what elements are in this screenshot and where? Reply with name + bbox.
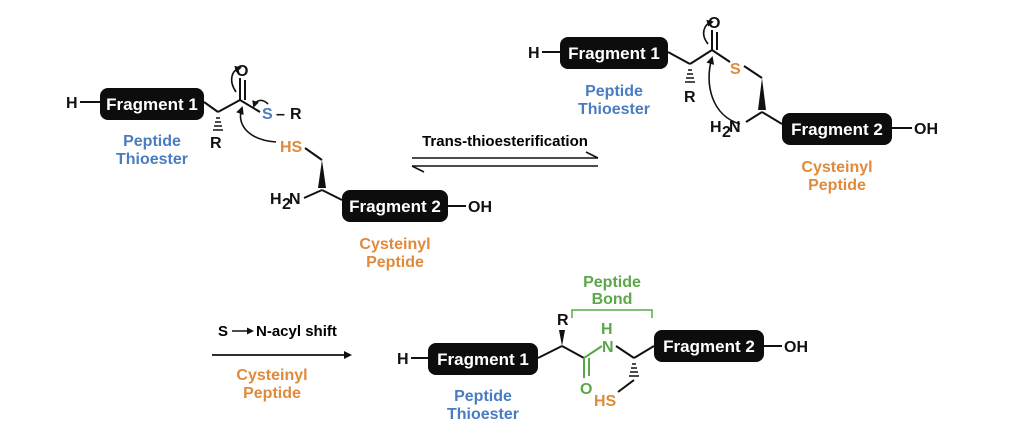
bond-calpha-n xyxy=(303,189,323,199)
prod-bond-calpha-frag2 xyxy=(633,345,655,359)
fragment-2-box xyxy=(342,190,448,222)
trans-thioesterification-label: Trans-thioesterification xyxy=(422,133,588,150)
int-c-terminus-oh: OH xyxy=(914,121,938,138)
reactant-cysteinyl: HS H 2 N Fragment 2 OH Cysteinyl Peptide xyxy=(236,106,492,271)
int-amine-n-atom: N xyxy=(729,119,741,136)
equilibrium-arrows: Trans-thioesterification xyxy=(411,133,599,173)
int-thioester-s-atom: S xyxy=(730,61,741,78)
prod-r-group-atom: R xyxy=(557,312,569,329)
acyl-shift-rest-label: N-acyl shift xyxy=(256,323,337,340)
int-peptide-thioester-line2: Thioester xyxy=(578,101,650,118)
prod-c-terminus-oh: OH xyxy=(784,339,808,356)
bond-frag1-calpha xyxy=(203,101,219,113)
prod-bond-frag1-calpha xyxy=(537,345,563,359)
h-terminus-atom: H xyxy=(66,95,78,112)
peptide-bond-bracket xyxy=(571,309,653,318)
amine-h-atom: H xyxy=(270,191,282,208)
int-curved-arrow-acyl-shift xyxy=(706,56,741,125)
int-fragment-2-box xyxy=(782,113,892,145)
acyl-shift-reagent-line2: Peptide xyxy=(243,385,301,402)
prod-fragment-2-label: Fragment 2 xyxy=(663,337,755,356)
prod-h-terminus-atom: H xyxy=(397,351,409,368)
prod-thiol-hs-atom: HS xyxy=(594,393,617,410)
peptide-bond-label-line1: Peptide xyxy=(583,274,641,291)
prod-fragment-1-label: Fragment 1 xyxy=(437,350,529,369)
int-peptide-thioester-line1: Peptide xyxy=(585,83,643,100)
c-terminus-oh: OH xyxy=(468,199,492,216)
prod-peptide-thioester-line1: Peptide xyxy=(454,388,512,405)
prod-fragment-2-box xyxy=(654,330,764,362)
int-amine-h-atom: H xyxy=(710,119,722,136)
int-wedge-bond xyxy=(758,78,766,110)
int-bond-calpha-frag2 xyxy=(761,111,783,125)
thioester-dash: – xyxy=(276,106,285,123)
acyl-shift-arrow: S N-acyl shift Cysteinyl Peptide xyxy=(212,323,352,402)
r-group-atom: R xyxy=(210,135,222,152)
ligation-product: H Fragment 1 R O H N HS Fragment 2 OH Pe… xyxy=(397,274,808,423)
fragment-1-label: Fragment 1 xyxy=(106,95,198,114)
acyl-shift-s-label: S xyxy=(218,323,228,340)
peptide-thioester-label-line2: Thioester xyxy=(116,151,188,168)
int-fragment-2-label: Fragment 2 xyxy=(791,120,883,139)
prod-amide-n-atom: N xyxy=(602,339,614,356)
int-fragment-1-label: Fragment 1 xyxy=(568,44,660,63)
peptide-thioester-label-line1: Peptide xyxy=(123,133,181,150)
int-amine-subscript: 2 xyxy=(722,124,731,141)
int-carbonyl-o-atom: O xyxy=(708,15,720,32)
bond-calpha-frag2 xyxy=(321,189,343,201)
forward-arrow-head xyxy=(585,151,599,159)
curved-arrow-carbonyl xyxy=(230,65,242,93)
curved-arrow-nucleophilic-attack xyxy=(236,106,277,143)
reverse-arrow-head xyxy=(411,165,425,173)
carbonyl-o-atom: O xyxy=(236,63,248,80)
int-bond-s-ch2 xyxy=(743,65,763,79)
prod-bond-ch2-sh xyxy=(617,379,635,393)
bond-carbonyl-s xyxy=(239,99,261,113)
fragment-1-box xyxy=(100,88,204,120)
hashed-bond-r xyxy=(213,117,223,131)
prod-peptide-thioester-line2: Thioester xyxy=(447,406,519,423)
cysteinyl-label-line1: Cysteinyl xyxy=(359,236,430,253)
prod-carbonyl-o-atom: O xyxy=(580,381,592,398)
int-hashed-bond-r xyxy=(685,69,695,83)
int-bond-carbonyl-s xyxy=(711,49,731,63)
thiol-hs-atom: HS xyxy=(280,139,303,156)
int-bond-calpha-n xyxy=(745,111,763,123)
amine-n-atom: N xyxy=(289,191,301,208)
curved-arrow-leaving-group xyxy=(252,99,269,108)
thioester-s-atom: S xyxy=(262,106,273,123)
prod-hashed-bond-ch2 xyxy=(629,363,639,377)
int-r-group-atom: R xyxy=(684,89,696,106)
prod-bond-n-calpha xyxy=(615,345,635,359)
bond-hs-ch2 xyxy=(304,147,323,161)
int-curved-arrow-carbonyl xyxy=(702,19,714,45)
prod-bond-calpha-carbonyl xyxy=(561,345,585,359)
prod-fragment-1-box xyxy=(428,343,538,375)
int-cysteinyl-line2: Peptide xyxy=(808,177,866,194)
reactant-thioester: H Fragment 1 O S – R R Peptide Thioester xyxy=(66,63,302,168)
thioester-r-atom: R xyxy=(290,106,302,123)
int-bond-frag1-calpha xyxy=(667,51,691,65)
prod-wedge-bond-r xyxy=(559,330,565,346)
acyl-shift-reagent-line1: Cysteinyl xyxy=(236,367,307,384)
wedge-bond-calpha xyxy=(318,160,326,188)
cysteinyl-label-line2: Peptide xyxy=(366,254,424,271)
thioester-intermediate: H Fragment 1 O S H 2 N R Fragment 2 OH P… xyxy=(528,15,938,194)
bond-calpha-carbonyl xyxy=(217,99,241,113)
int-fragment-1-box xyxy=(560,37,668,69)
int-bond-calpha-carbonyl xyxy=(689,49,713,65)
peptide-bond-label-line2: Bond xyxy=(592,291,633,308)
prod-amide-h-atom: H xyxy=(601,321,613,338)
int-cysteinyl-line1: Cysteinyl xyxy=(801,159,872,176)
amine-subscript: 2 xyxy=(282,196,291,213)
fragment-2-label: Fragment 2 xyxy=(349,197,441,216)
prod-amide-bond xyxy=(583,345,603,359)
int-h-terminus-atom: H xyxy=(528,45,540,62)
